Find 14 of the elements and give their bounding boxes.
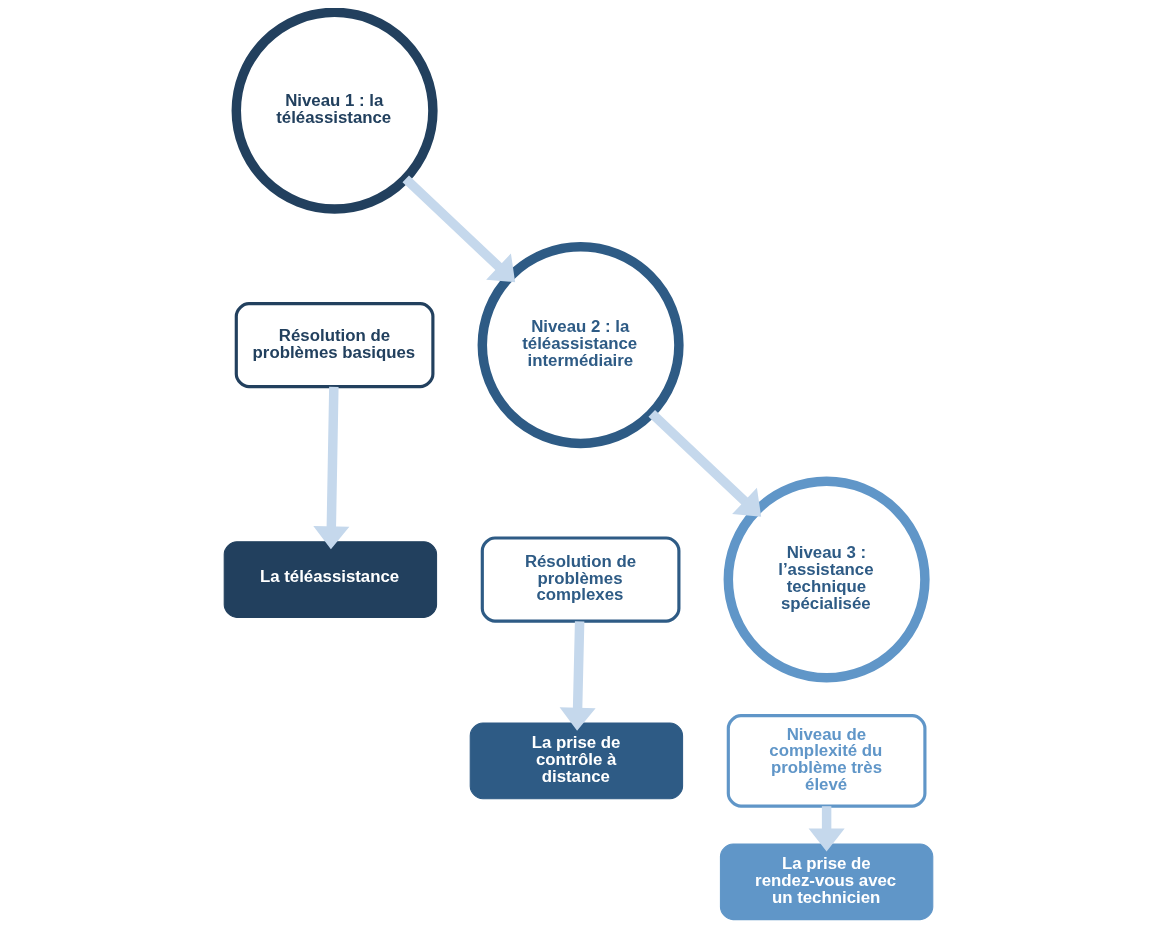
node-box: La prise de rendez-vous avec un technicien	[719, 843, 934, 921]
node-box: La prise de contrôle à distance	[469, 722, 684, 800]
arrow	[313, 386, 350, 550]
node-circle: Niveau 1 : la téléassistance	[231, 8, 438, 214]
arrow	[648, 409, 762, 517]
node-box: Niveau de complexité du problème très élevé	[726, 714, 927, 808]
node-box: Résolution de problèmes complexes	[480, 536, 681, 623]
arrow	[402, 175, 516, 283]
arrow	[808, 806, 845, 852]
arrow	[559, 621, 596, 731]
node-box: La téléassistance	[223, 541, 438, 618]
node-box: Résolution de problèmes basiques	[234, 302, 435, 389]
node-circle: Niveau 2 : la téléassistance intermédiaire	[477, 242, 684, 449]
node-circle: Niveau 3 : l’assistance technique spécialisée	[723, 476, 930, 683]
